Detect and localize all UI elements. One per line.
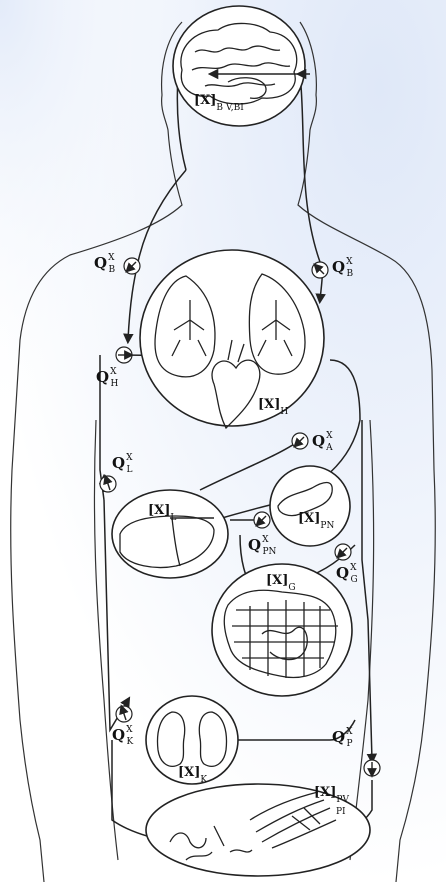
liver-compartment: [X]L [112, 490, 228, 578]
periphery-label-line2: PI [336, 807, 346, 817]
periphery-compartment: [X]PV PI [146, 784, 370, 876]
brain-compartment: [X]B V,BI [173, 6, 310, 126]
kidney-compartment: [X]K [146, 696, 238, 785]
pancreas-compartment: [X]PN [270, 466, 350, 546]
heart-lungs-compartment: [X]H [140, 250, 324, 428]
gut-compartment: [X]G [212, 564, 352, 696]
